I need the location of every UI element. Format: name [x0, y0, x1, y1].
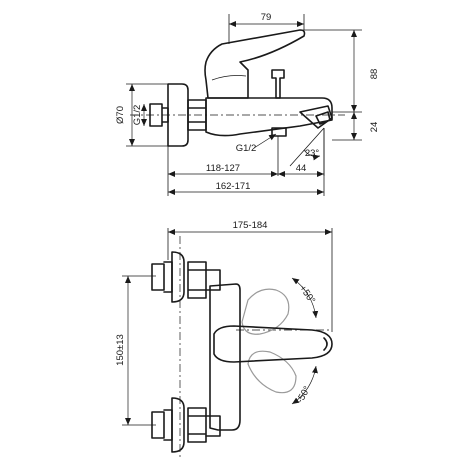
side-hose-connector: [271, 127, 287, 137]
front-view: 175-184 150±13 +50° -50°: [115, 220, 333, 460]
angle-arc: [303, 149, 321, 161]
dim-label-162-171: 162-171: [216, 181, 251, 192]
dim-label-plus-50: +50°: [297, 283, 318, 306]
side-lever-edge: [211, 75, 247, 81]
front-body: [209, 283, 241, 431]
dim-arc-minus-50: [291, 365, 318, 405]
front-bottom-escutcheon: [171, 397, 185, 453]
side-lever-handle: [204, 29, 306, 99]
dim-label-24: 24: [369, 122, 380, 133]
dim-label-diameter: Ø70: [115, 106, 126, 124]
dim-label-175-184: 175-184: [233, 220, 268, 231]
side-aerator: [315, 111, 331, 125]
side-view: 79 88 24 Ø70 G1/2 G1/2 23° 44 118-127 16…: [115, 12, 380, 196]
dim-arc-plus-50: [291, 277, 319, 319]
front-lever-ghost-up: [241, 288, 290, 335]
front-lever: [213, 325, 333, 363]
dim-label-angle: 23°: [305, 148, 320, 159]
dim-label-44: 44: [296, 163, 307, 174]
dim-label-88: 88: [369, 69, 380, 80]
leader-outlet-thread: [253, 133, 277, 149]
front-top-nut: [187, 261, 207, 299]
front-lever-tip: [323, 337, 328, 351]
dim-label-79: 79: [261, 12, 272, 23]
front-bottom-connector-neck: [163, 409, 173, 441]
front-bottom-nut: [187, 407, 207, 443]
front-lever-ghost-down: [247, 350, 297, 394]
angle-ray: [289, 127, 325, 167]
front-top-escutcheon: [171, 251, 185, 303]
front-bottom-arm: [205, 415, 221, 437]
dim-label-118-127: 118-127: [206, 163, 240, 174]
side-body: [205, 97, 333, 137]
front-top-connector-neck: [163, 261, 173, 293]
front-bottom-connector: [151, 411, 165, 439]
dim-label-minus-50: -50°: [295, 384, 313, 405]
dim-label-inlet-thread: G1/2: [132, 105, 143, 126]
side-diverter-knob: [271, 69, 285, 99]
dim-label-150: 150±13: [115, 334, 126, 366]
side-escutcheon: [167, 83, 189, 147]
front-top-connector: [151, 263, 165, 291]
side-spout-outlet: [299, 105, 333, 129]
dim-label-outlet-thread: G1/2: [236, 143, 257, 154]
front-top-arm: [205, 269, 221, 291]
